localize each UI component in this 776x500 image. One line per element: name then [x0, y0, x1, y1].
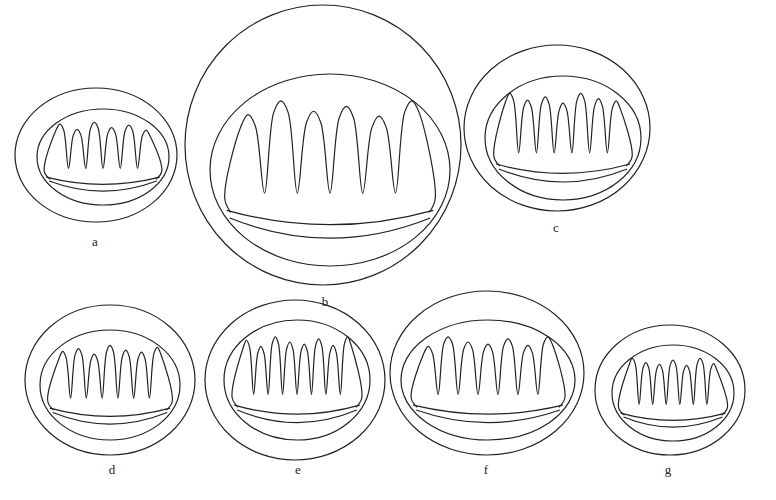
figure-letter: a [92, 235, 98, 248]
outer-wall [205, 300, 385, 460]
figure-letter: g [665, 463, 672, 476]
section-figure [15, 88, 177, 222]
figure-letter: c [553, 221, 559, 234]
inner-wall [210, 74, 450, 266]
section-figure [595, 325, 745, 455]
basal-band [624, 417, 723, 427]
basal-band [496, 164, 630, 173]
basal-band [237, 410, 357, 423]
basal-band [50, 408, 170, 416]
basal-band [499, 169, 627, 182]
fold-line [232, 337, 362, 407]
outer-wall [390, 291, 584, 455]
figure-letter: f [484, 463, 488, 476]
inner-wall [224, 320, 370, 440]
outer-wall [25, 305, 195, 455]
inner-wall [40, 330, 180, 440]
section-figure [205, 300, 385, 460]
basal-band [413, 405, 563, 414]
figure-letter: e [295, 463, 301, 476]
figure-letter: d [109, 463, 116, 476]
outer-wall [15, 88, 177, 222]
inner-wall [485, 76, 641, 200]
section-figure [185, 5, 461, 285]
basal-band [53, 413, 167, 425]
figure-letter: b [322, 295, 329, 308]
fold-line [44, 122, 162, 179]
basal-band [621, 413, 726, 420]
fold-line [494, 93, 633, 166]
inner-wall [612, 345, 734, 441]
fold-line [411, 337, 565, 407]
fold-line [48, 345, 173, 410]
fold-line [225, 101, 436, 212]
inner-wall [401, 320, 575, 440]
basal-band [46, 177, 160, 184]
section-figure [390, 291, 584, 455]
basal-band [230, 218, 430, 238]
basal-band [227, 210, 433, 224]
basal-band [49, 181, 157, 191]
section-figure [464, 45, 650, 211]
inner-wall [37, 109, 169, 205]
basal-band [234, 405, 360, 414]
outer-wall [464, 45, 650, 211]
section-figure [25, 305, 195, 455]
fold-line [618, 358, 727, 415]
outer-wall [595, 325, 745, 455]
outer-wall [185, 5, 461, 285]
basal-band [416, 410, 560, 423]
